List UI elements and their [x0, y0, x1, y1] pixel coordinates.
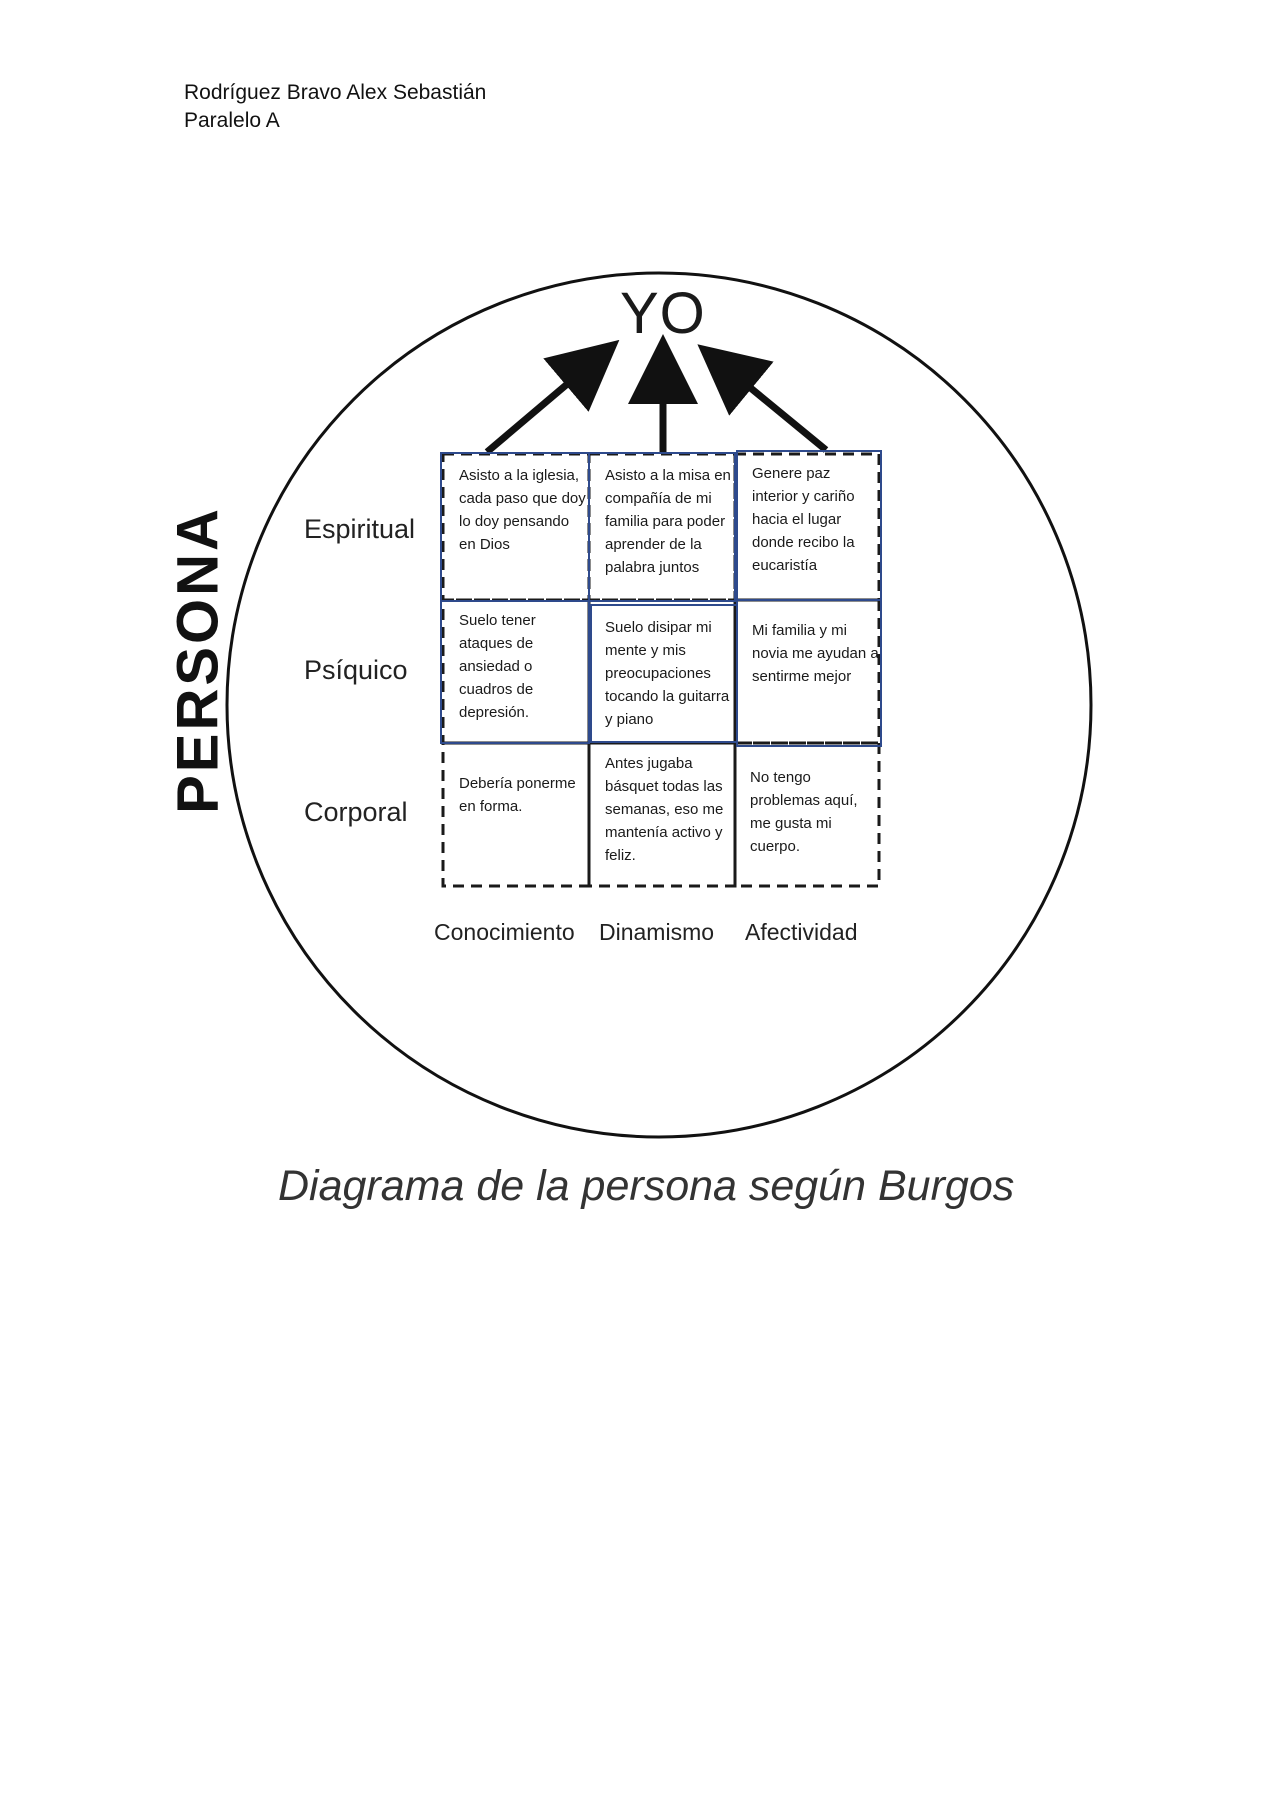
cell-espiritual-dinamismo: Asisto a la misa en compañía de mi famil… — [605, 467, 731, 576]
arrow-right — [697, 344, 829, 453]
yo-label: YO — [620, 281, 706, 346]
persona-side-label: PERSONA — [165, 506, 231, 814]
row-label-corporal: Corporal — [304, 797, 408, 827]
cell-corporal-dinamismo: Antes jugaba básquet todas las semanas, … — [605, 755, 724, 864]
dashed-cell-corporal-afectividad — [733, 741, 881, 888]
cell-corporal-conocimiento: Debería ponerme en forma. — [459, 775, 576, 815]
column-label-dinamismo: Dinamismo — [599, 919, 715, 945]
author-name: Rodríguez Bravo Alex Sebastián — [184, 81, 487, 104]
blue-box-psiquico-conocimiento — [440, 600, 590, 744]
column-label-conocimiento: Conocimiento — [434, 919, 575, 945]
cell-espiritual-conocimiento: Asisto a la iglesia, cada paso que doy l… — [459, 467, 586, 553]
diagram-title: Diagrama de la persona según Burgos — [278, 1162, 1015, 1210]
cell-psiquico-afectividad: Mi familia y mi novia me ayudan a sentir… — [752, 622, 879, 685]
blue-overlay-boxes — [440, 450, 882, 747]
row-label-psiquico: Psíquico — [304, 655, 408, 685]
cell-espiritual-afectividad: Genere paz interior y cariño hacia el lu… — [752, 465, 855, 574]
arrow-left — [484, 339, 620, 455]
blue-box-psiquico-afectividad — [736, 599, 882, 747]
cell-psiquico-dinamismo: Suelo disipar mi mente y mis preocupacio… — [605, 619, 730, 728]
column-label-afectividad: Afectividad — [745, 919, 858, 945]
persona-circle — [225, 271, 1093, 1139]
row-label-espiritual: Espiritual — [304, 514, 416, 544]
cell-corporal-afectividad: No tengo problemas aquí, me gusta mi cue… — [750, 769, 858, 855]
cell-psiquico-conocimiento: Suelo tener ataques de ansiedad o cuadro… — [459, 612, 536, 721]
section-label: Paralelo A — [184, 109, 280, 132]
blue-box-espiritual-dinamismo — [588, 452, 736, 602]
